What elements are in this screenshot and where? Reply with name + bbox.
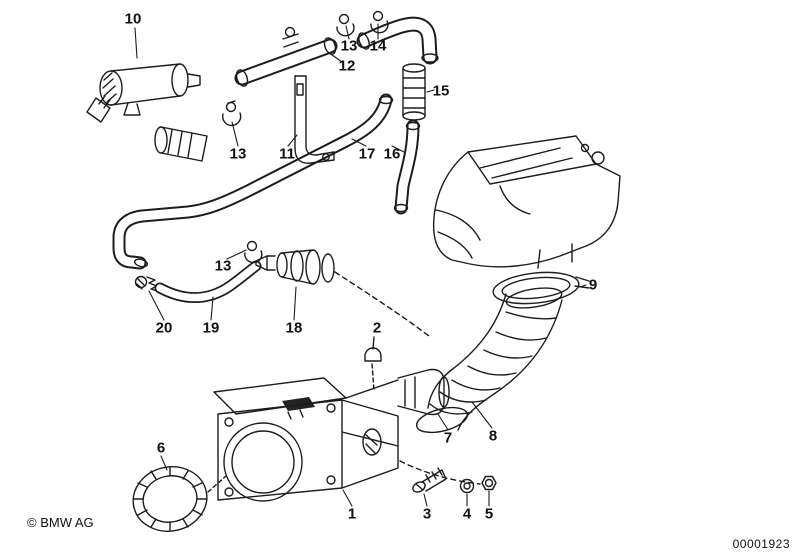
engine-outline: [432, 135, 621, 269]
elbow-7: [345, 368, 450, 416]
screw-3: [412, 467, 447, 493]
nut-5: [481, 475, 497, 491]
hose-19: [154, 260, 262, 304]
copyright-text: © BMW AG: [27, 515, 94, 530]
valve-18: [255, 249, 335, 285]
leader-lines: [134, 23, 587, 507]
hose-12: [234, 26, 338, 87]
clamp-9: [492, 271, 590, 305]
clamp-13-left-icon: [244, 240, 263, 264]
hose-17: [112, 93, 394, 270]
t-fitting-15: [402, 63, 426, 121]
cap-2: [364, 336, 382, 391]
rubber-elbow: [154, 126, 208, 162]
assembly-line-18-to-8: [334, 271, 430, 337]
part-10-valve: [86, 63, 201, 123]
fitting-20: [134, 275, 161, 293]
clamp-13-top-icon: [336, 13, 355, 37]
hose-16: [393, 119, 421, 215]
ring-6: [132, 466, 227, 532]
washer-4: [459, 478, 475, 494]
clamp-13-mid-icon: [221, 100, 242, 127]
boot-8: [415, 287, 563, 434]
airflow-meter-1: [213, 377, 399, 502]
assembly-line-screws: [399, 460, 481, 485]
bracket-11: [294, 75, 335, 164]
elbow-hose-14: [356, 10, 439, 65]
document-number: 00001923: [732, 537, 790, 551]
